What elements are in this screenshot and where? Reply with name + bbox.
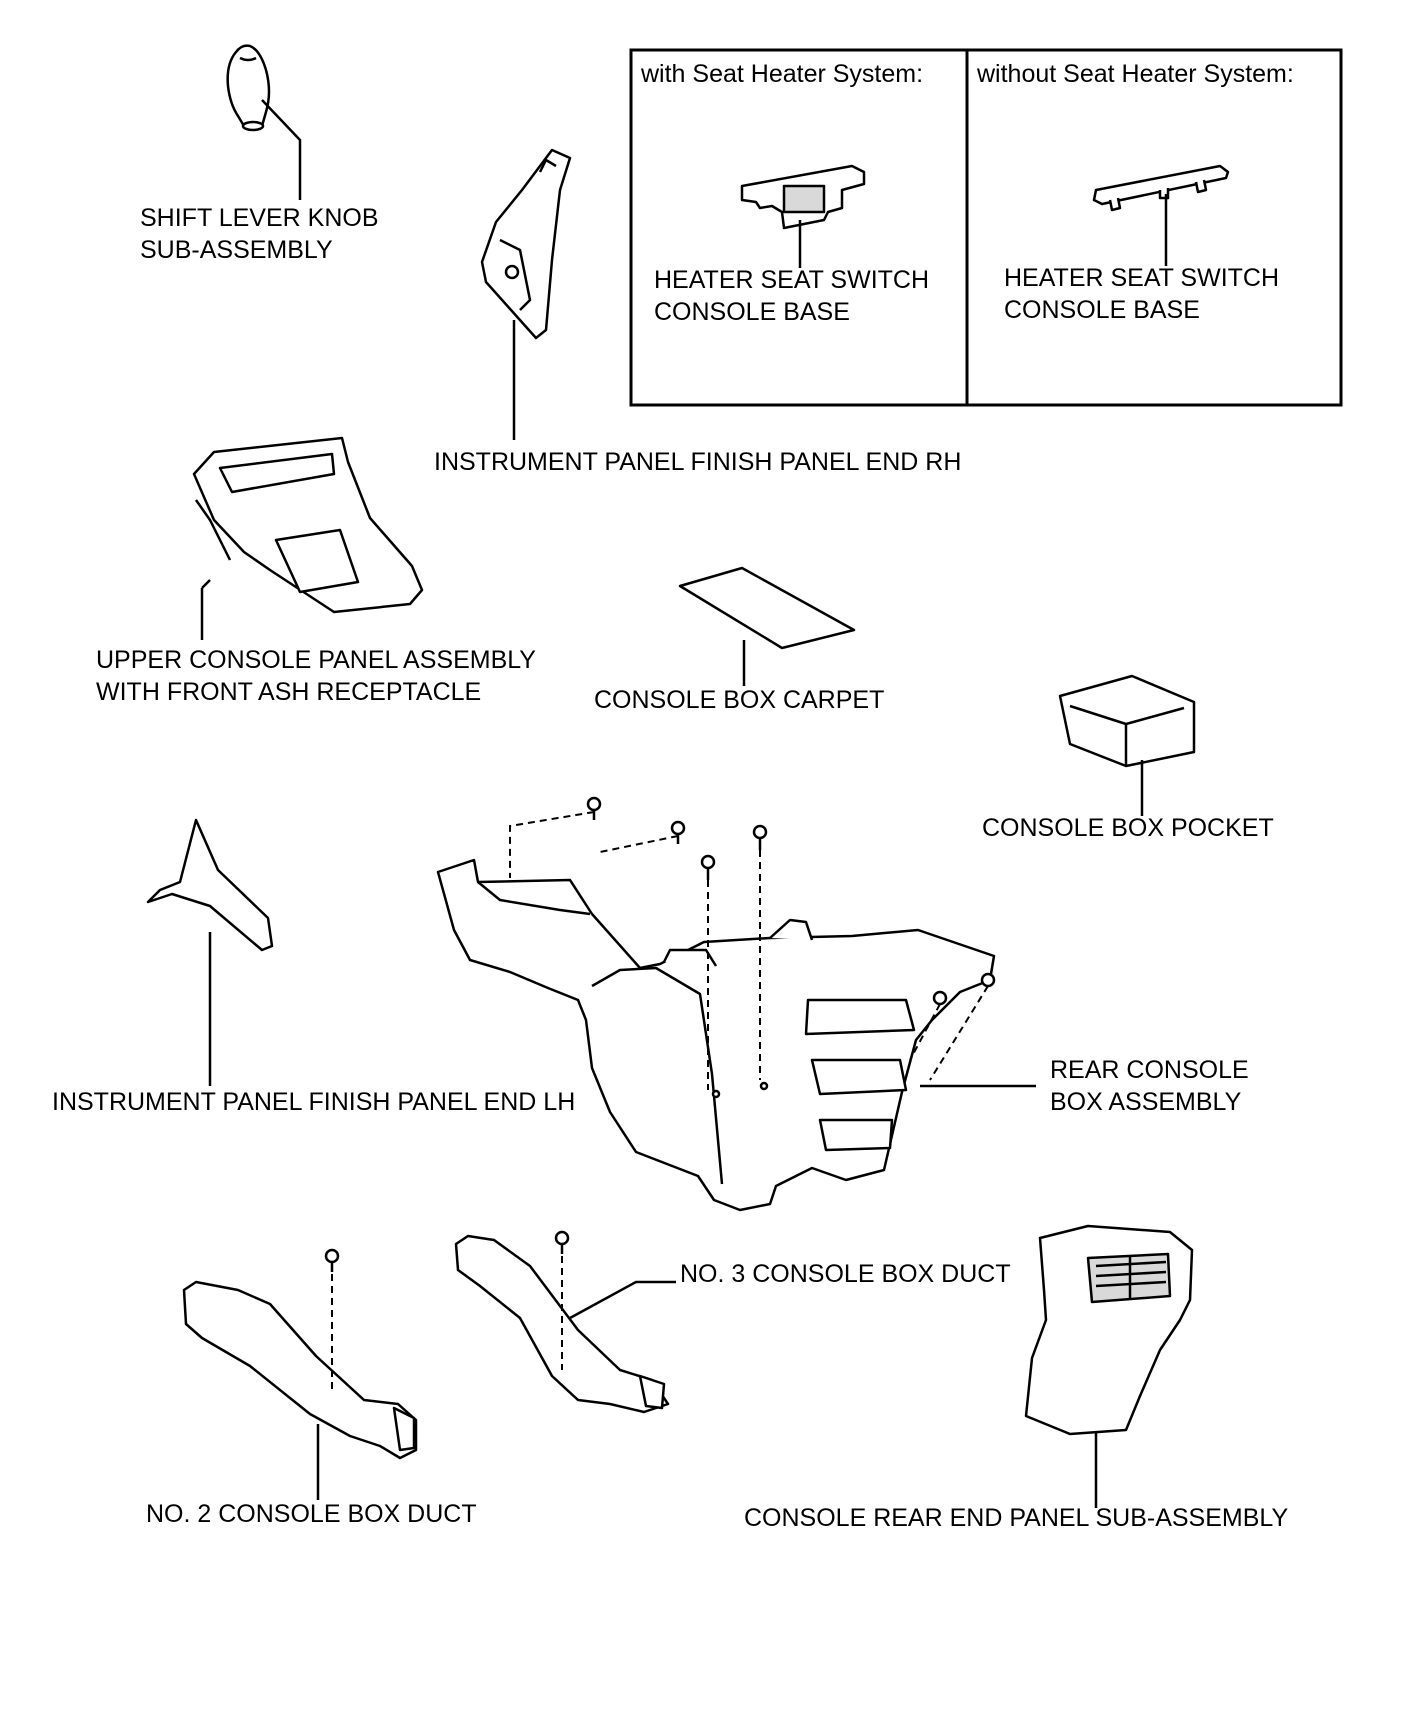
no2-duct-illustration: [182, 1248, 418, 1500]
inset-title-with-heater: with Seat Heater System:: [641, 60, 924, 88]
label-line: REAR CONSOLE: [1050, 1056, 1249, 1084]
upper-console-panel-illustration: [192, 436, 424, 640]
screw-icon: [586, 796, 602, 820]
label-upper-console-panel: UPPER CONSOLE PANEL ASSEMBLY WITH FRONT …: [96, 644, 536, 708]
label-line: WITH FRONT ASH RECEPTACLE: [96, 678, 482, 706]
finish-panel-lh-illustration: [146, 818, 274, 1086]
rear-console-box-illustration: [436, 796, 1036, 1212]
no3-duct-illustration: [454, 1230, 676, 1414]
label-console-box-carpet: CONSOLE BOX CARPET: [594, 686, 885, 714]
label-no2-console-box-duct: NO. 2 CONSOLE BOX DUCT: [146, 1500, 477, 1528]
label-line: UPPER CONSOLE PANEL ASSEMBLY: [96, 646, 536, 674]
inset-title-without-heater: without Seat Heater System:: [977, 60, 1294, 88]
shift-lever-knob-illustration: [226, 44, 302, 200]
inset-frame: [629, 48, 1343, 407]
screw-icon: [980, 972, 996, 988]
label-line: SUB-ASSEMBLY: [140, 236, 333, 264]
rear-end-panel-illustration: [1024, 1224, 1194, 1508]
label-line: CONSOLE BASE: [1004, 296, 1200, 324]
label-finish-panel-lh: INSTRUMENT PANEL FINISH PANEL END LH: [52, 1088, 576, 1116]
screw-icon: [932, 990, 948, 1006]
label-no3-console-box-duct: NO. 3 CONSOLE BOX DUCT: [680, 1260, 1011, 1288]
label-line: HEATER SEAT SWITCH: [1004, 264, 1280, 292]
screw-icon: [752, 824, 768, 850]
label-line: BOX ASSEMBLY: [1050, 1088, 1242, 1116]
screw-icon: [554, 1230, 570, 1254]
console-box-carpet-illustration: [678, 566, 856, 686]
label-console-box-pocket: CONSOLE BOX POCKET: [982, 814, 1274, 842]
label-heater-switch-with: HEATER SEAT SWITCH CONSOLE BASE: [654, 264, 929, 328]
label-heater-switch-without: HEATER SEAT SWITCH CONSOLE BASE: [1004, 262, 1279, 326]
finish-panel-rh-illustration: [480, 148, 572, 440]
screw-icon: [700, 854, 716, 880]
label-shift-lever-knob: SHIFT LEVER KNOB SUB-ASSEMBLY: [140, 202, 379, 266]
label-rear-console-box: REAR CONSOLE BOX ASSEMBLY: [1050, 1054, 1249, 1118]
heater-switch-without-illustration: [1092, 164, 1230, 266]
label-rear-end-panel: CONSOLE REAR END PANEL SUB-ASSEMBLY: [744, 1504, 1289, 1532]
label-line: CONSOLE BASE: [654, 298, 850, 326]
label-finish-panel-rh: INSTRUMENT PANEL FINISH PANEL END RH: [434, 448, 962, 476]
heater-switch-with-illustration: [740, 164, 866, 268]
console-box-pocket-illustration: [1058, 674, 1196, 816]
screw-icon: [324, 1248, 340, 1272]
screw-icon: [670, 820, 686, 844]
label-line: HEATER SEAT SWITCH: [654, 266, 930, 294]
label-line: SHIFT LEVER KNOB: [140, 204, 379, 232]
